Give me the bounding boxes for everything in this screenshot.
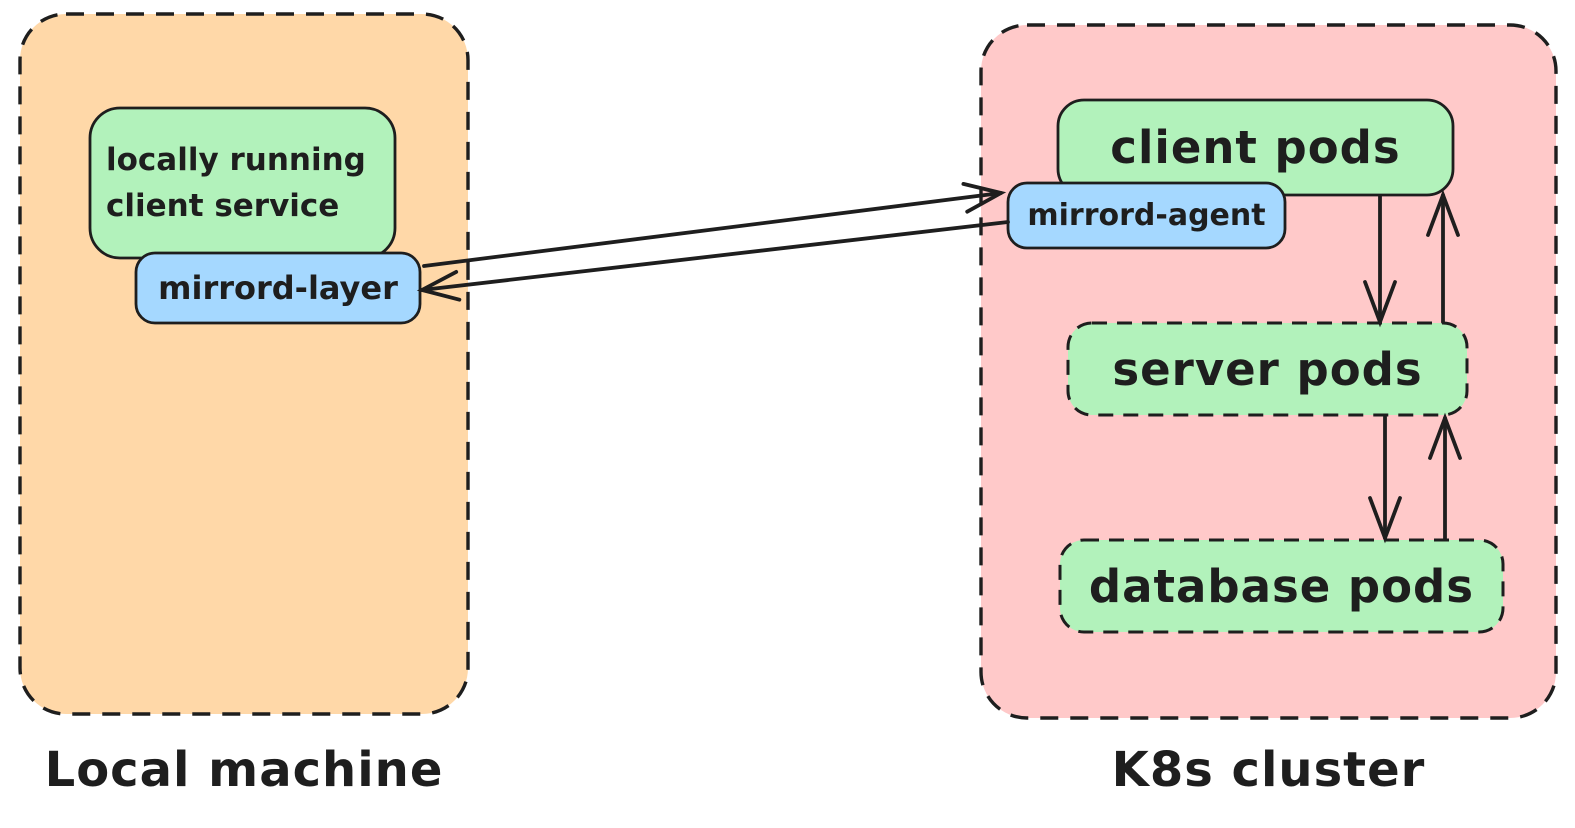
arrow-agent-to-layer <box>416 220 1010 302</box>
server-pods-box <box>1066 321 1469 417</box>
client-pods-box <box>1056 98 1455 197</box>
local-service-box <box>88 106 397 260</box>
arrow-database-to-server <box>1428 412 1462 541</box>
database-pods-box <box>1058 538 1505 634</box>
arrow-server-to-client <box>1426 189 1460 324</box>
arrow-server-to-database <box>1368 415 1402 544</box>
mirrord-agent-box <box>1006 181 1287 250</box>
arrow-client-to-server <box>1363 194 1397 328</box>
arrow-layer-to-agent <box>422 182 1007 268</box>
mirrord-layer-box <box>134 251 422 325</box>
